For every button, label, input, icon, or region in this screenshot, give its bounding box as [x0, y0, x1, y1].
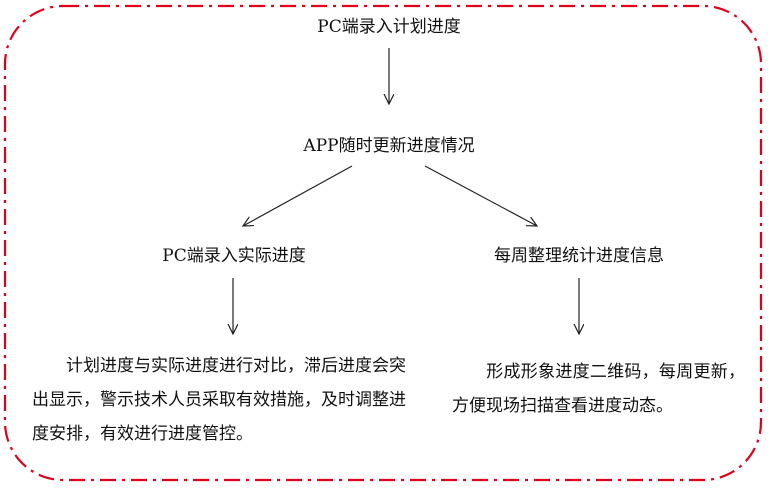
node-pc-actual-entry: PC端录入实际进度: [162, 246, 306, 266]
note-qr-code-progress-text: 形成形象进度二维码，每周更新，方便现场扫描查看进度动态。: [452, 362, 745, 416]
note-plan-vs-actual: 计划进度与实际进度进行对比，滞后进度会突出显示，警示技术人员采取有效措施，及时调…: [32, 349, 406, 451]
node-weekly-stats: 每周整理统计进度信息: [494, 246, 664, 266]
note-plan-vs-actual-text: 计划进度与实际进度进行对比，滞后进度会突出显示，警示技术人员采取有效措施，及时调…: [32, 356, 406, 444]
arrow-middle-to-left: [243, 165, 353, 226]
arrow-middle-to-right: [424, 165, 537, 226]
note-qr-code-progress: 形成形象进度二维码，每周更新，方便现场扫描查看进度动态。: [452, 355, 745, 423]
node-app-progress-update: APP随时更新进度情况: [303, 136, 475, 156]
dashed-border-frame: [3, 4, 763, 482]
node-pc-plan-entry: PC端录入计划进度: [317, 17, 461, 37]
